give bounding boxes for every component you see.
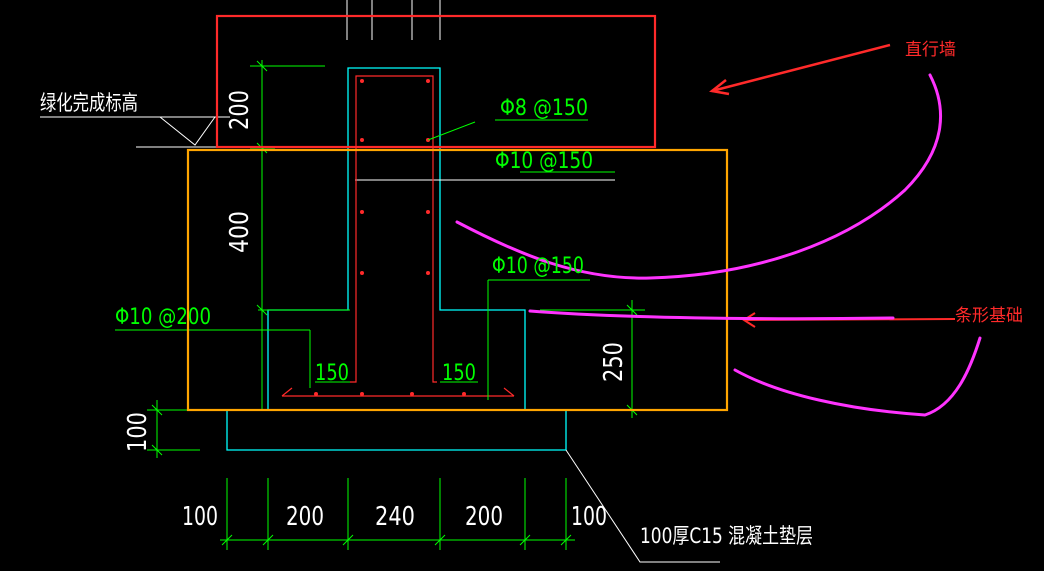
greening-level-label: 绿化完成标高 — [40, 91, 138, 115]
cushion-leader-line — [565, 449, 720, 563]
rebar-cage — [281, 75, 515, 397]
wall-label: 直行墙 — [905, 40, 956, 60]
hook-left-label: 150 — [315, 361, 349, 386]
magenta-pen-strokes — [455, 73, 982, 417]
dim-vertical-100: 100 — [123, 412, 153, 452]
dim-bottom-240: 240 — [375, 502, 415, 532]
cushion-note: 100厚C15 混凝土垫层 — [640, 524, 813, 548]
green-dimension-lines — [115, 60, 645, 550]
wall-arrow — [709, 43, 891, 96]
rebar-top-label: Φ8 @150 — [500, 96, 588, 121]
dim-vertical-250: 250 — [599, 342, 629, 382]
dim-bottom-200-left: 200 — [286, 502, 324, 532]
top-stub-lines — [346, 0, 441, 40]
footing-label: 条形基础 — [955, 306, 1023, 326]
rebar-left-label: Φ10 @200 — [115, 305, 211, 330]
dim-bottom-100-left: 100 — [182, 502, 218, 532]
wall-highlight-box — [215, 14, 657, 149]
footing-highlight-box — [186, 148, 729, 412]
grade-level-mark — [40, 116, 235, 148]
dim-vertical-400: 400 — [225, 211, 255, 253]
rebar-mid-label: Φ10 @150 — [495, 149, 593, 174]
rebar-dots — [314, 79, 466, 396]
dim-bottom-100-right: 100 — [571, 502, 607, 532]
hook-right-label: 150 — [442, 361, 476, 386]
wall-footing-outline — [267, 67, 526, 411]
dim-vertical-200: 200 — [225, 90, 255, 130]
cushion-layer-outline — [226, 410, 567, 451]
dim-bottom-200-right: 200 — [465, 502, 503, 532]
rebar-right-label: Φ10 @150 — [492, 254, 584, 279]
